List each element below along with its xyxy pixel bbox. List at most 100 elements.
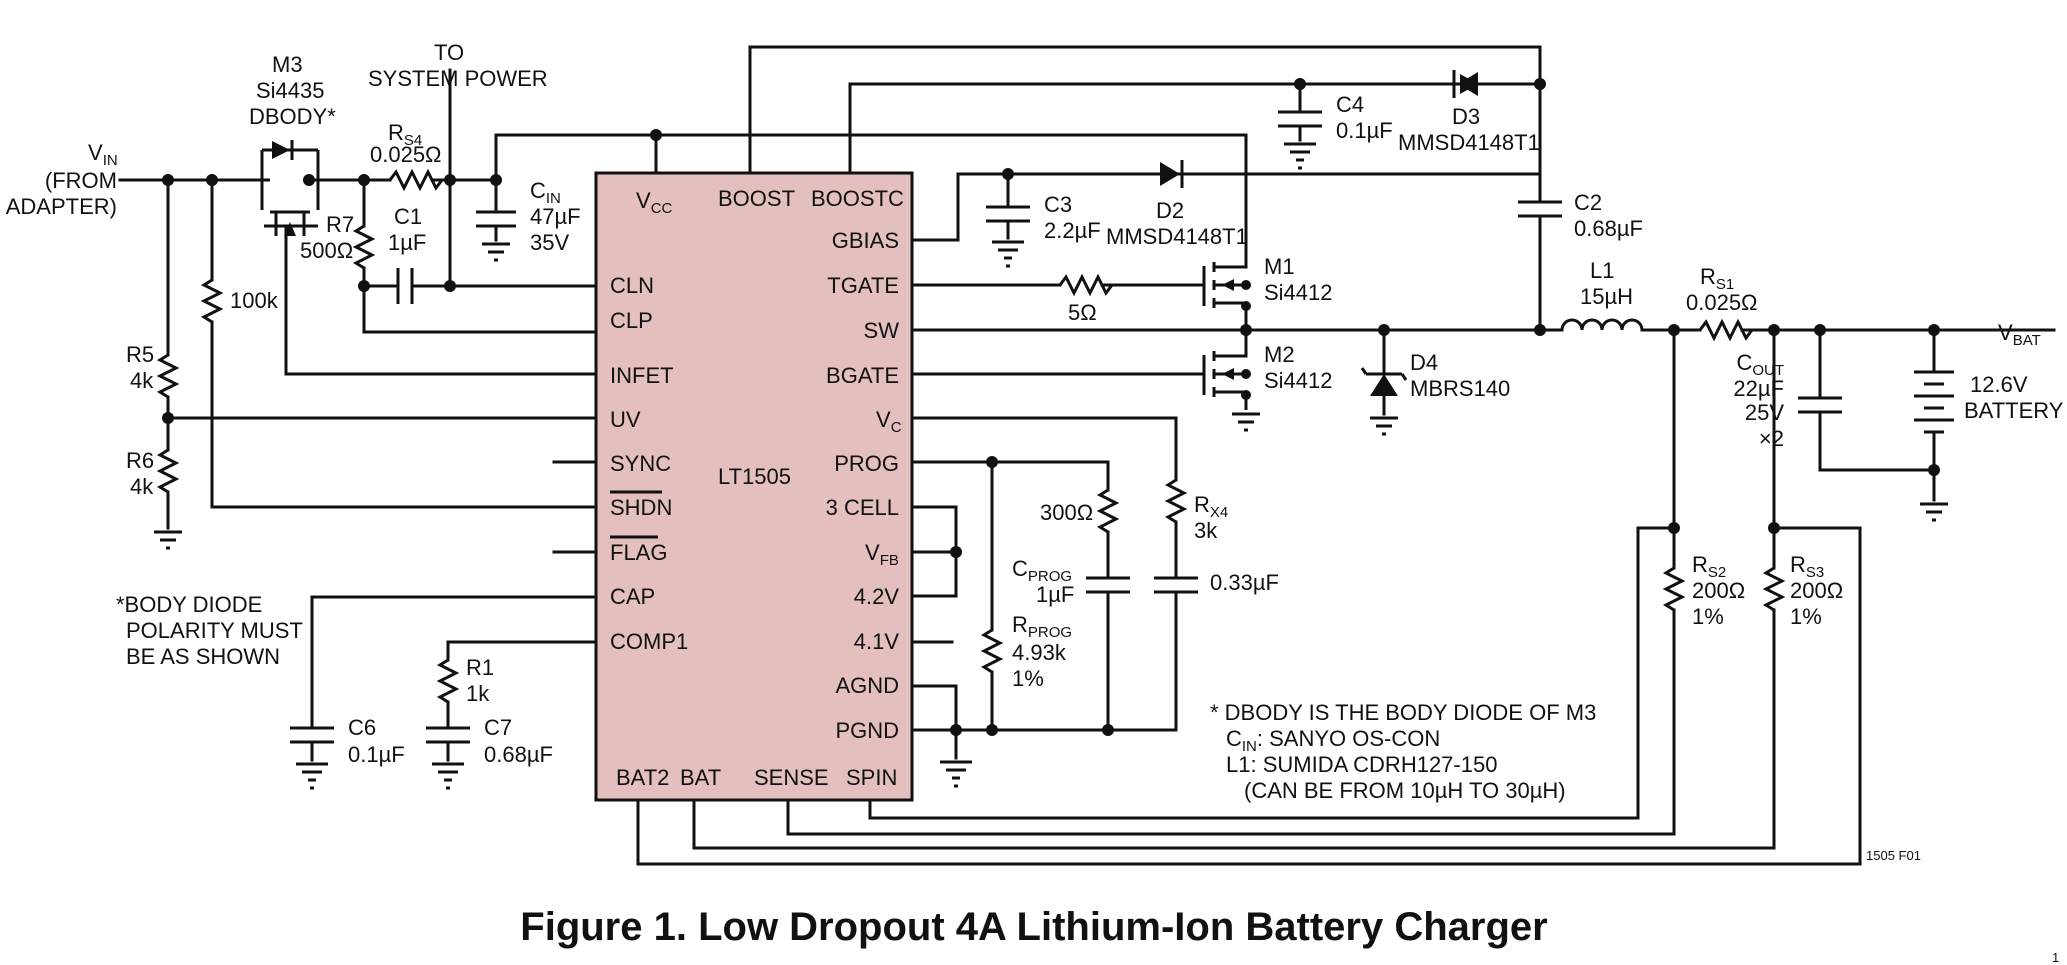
pin-cln: CLN (610, 273, 654, 298)
r7-value: 500Ω (300, 238, 353, 263)
battery-voltage: 12.6V (1970, 372, 2028, 397)
chip-name: LT1505 (718, 464, 791, 489)
pin-boostc: BOOSTC (811, 186, 904, 211)
c7-label: C7 (484, 715, 512, 740)
lt1505-chip-body (594, 171, 914, 802)
pin-infet: INFET (610, 363, 674, 388)
r7-label: R7 (326, 212, 354, 237)
pin-sw: SW (864, 318, 900, 343)
rs1-value: 0.025Ω (1686, 290, 1758, 315)
rx4-value: 3k (1194, 518, 1218, 543)
pin-gbias: GBIAS (832, 228, 899, 253)
m1-part: Si4412 (1264, 280, 1333, 305)
cprog-value: 1µF (1036, 582, 1074, 607)
r1-label: R1 (466, 655, 494, 680)
rs2-value2: 1% (1692, 604, 1724, 629)
pin-cap: CAP (610, 584, 655, 609)
footnote-1: * DBODY IS THE BODY DIODE OF M3 (1210, 700, 1596, 725)
d3-part: MMSD4148T1 (1398, 130, 1540, 155)
footnote-4: (CAN BE FROM 10µH TO 30µH) (1244, 778, 1566, 803)
pin-uv: UV (610, 407, 641, 432)
pin-pgnd: PGND (835, 718, 899, 743)
c7-value: 0.68µF (484, 742, 553, 767)
vbat-label: VBAT (1998, 320, 2041, 349)
footnote-2: CIN: SANYO OS-CON (1226, 726, 1440, 755)
d4-part: MBRS140 (1410, 376, 1510, 401)
vin-label: VIN (88, 140, 118, 169)
pin-comp1: COMP1 (610, 629, 688, 654)
cout-label: COUT (1736, 350, 1784, 379)
battery-label: BATTERY (1964, 398, 2064, 423)
vin-adapter-label: ADAPTER) (6, 194, 117, 219)
rs3-label: RS3 (1790, 552, 1824, 581)
r5-value: 4k (130, 368, 154, 393)
d2-part: MMSD4148T1 (1106, 224, 1248, 249)
r300-label: 300Ω (1040, 500, 1093, 525)
pin-shdn: SHDN (610, 495, 672, 520)
c033-label: 0.33µF (1210, 570, 1279, 595)
pin-tgate: TGATE (827, 273, 899, 298)
c4-label: C4 (1336, 92, 1364, 117)
c6-label: C6 (348, 715, 376, 740)
rs2-value1: 200Ω (1692, 578, 1745, 603)
footnote-2-text: : SANYO OS-CON (1257, 726, 1440, 751)
body-diode-note-2: POLARITY MUST (126, 618, 303, 643)
rs3-value2: 1% (1790, 604, 1822, 629)
body-diode-note-1: *BODY DIODE (116, 592, 262, 617)
pin-3cell: 3 CELL (826, 495, 899, 520)
page-number: 1 (2052, 950, 2059, 965)
figure-code: 1505 F01 (1866, 848, 1921, 863)
cin-value2: 35V (530, 230, 569, 255)
rprog-value2: 1% (1012, 666, 1044, 691)
rprog-label: RPROG (1012, 612, 1072, 641)
rs1-label: RS1 (1700, 264, 1734, 293)
r1-value: 1k (466, 681, 490, 706)
cprog-label: CPROG (1012, 556, 1072, 585)
cout-value2: 25V (1745, 400, 1784, 425)
rs3-value1: 200Ω (1790, 578, 1843, 603)
r6-label: R6 (126, 448, 154, 473)
pin-flag: FLAG (610, 540, 667, 565)
d2-label: D2 (1156, 198, 1184, 223)
c1-label: C1 (394, 204, 422, 229)
pin-prog: PROG (834, 451, 899, 476)
pin-4-2v: 4.2V (854, 584, 900, 609)
pin-sense: SENSE (754, 765, 829, 790)
pin-bat2: BAT2 (616, 765, 669, 790)
d4-label: D4 (1410, 350, 1438, 375)
m3-pfet (260, 140, 320, 236)
battery-symbol (1914, 370, 1954, 434)
m2-part: Si4412 (1264, 368, 1333, 393)
pin-boost: BOOST (718, 186, 795, 211)
rs2-label: RS2 (1692, 552, 1726, 581)
figure-caption: Figure 1. Low Dropout 4A Lithium-Ion Bat… (520, 905, 1547, 949)
pin-spin: SPIN (846, 765, 897, 790)
r5-label: R5 (126, 342, 154, 367)
m3-label: M3 (272, 52, 303, 77)
pin-4-1v: 4.1V (854, 629, 900, 654)
pin-agnd: AGND (835, 673, 899, 698)
vin-from-label: (FROM (45, 168, 117, 193)
dbody-label: DBODY* (249, 104, 336, 129)
r5ohm-label: 5Ω (1068, 300, 1097, 325)
m3-part: Si4435 (256, 78, 325, 103)
pin-sync: SYNC (610, 451, 671, 476)
cin-label: CIN (530, 178, 561, 207)
d3-label: D3 (1452, 104, 1480, 129)
cout-value3: ×2 (1759, 426, 1784, 451)
c2-value: 0.68µF (1574, 216, 1643, 241)
rprog-value1: 4.93k (1012, 640, 1067, 665)
l1-value: 15µH (1580, 284, 1633, 309)
body-diode-note-3: BE AS SHOWN (126, 644, 280, 669)
m1-label: M1 (1264, 254, 1295, 279)
c3-label: C3 (1044, 192, 1072, 217)
r100k-label: 100k (230, 288, 279, 313)
to-label: TO (434, 40, 464, 65)
footnote-3: L1: SUMIDA CDRH127-150 (1226, 752, 1497, 777)
l1-label: L1 (1590, 258, 1614, 283)
pin-clp: CLP (610, 308, 653, 333)
system-power-label: SYSTEM POWER (368, 66, 548, 91)
pin-bat: BAT (680, 765, 721, 790)
cin-value1: 47µF (530, 204, 581, 229)
